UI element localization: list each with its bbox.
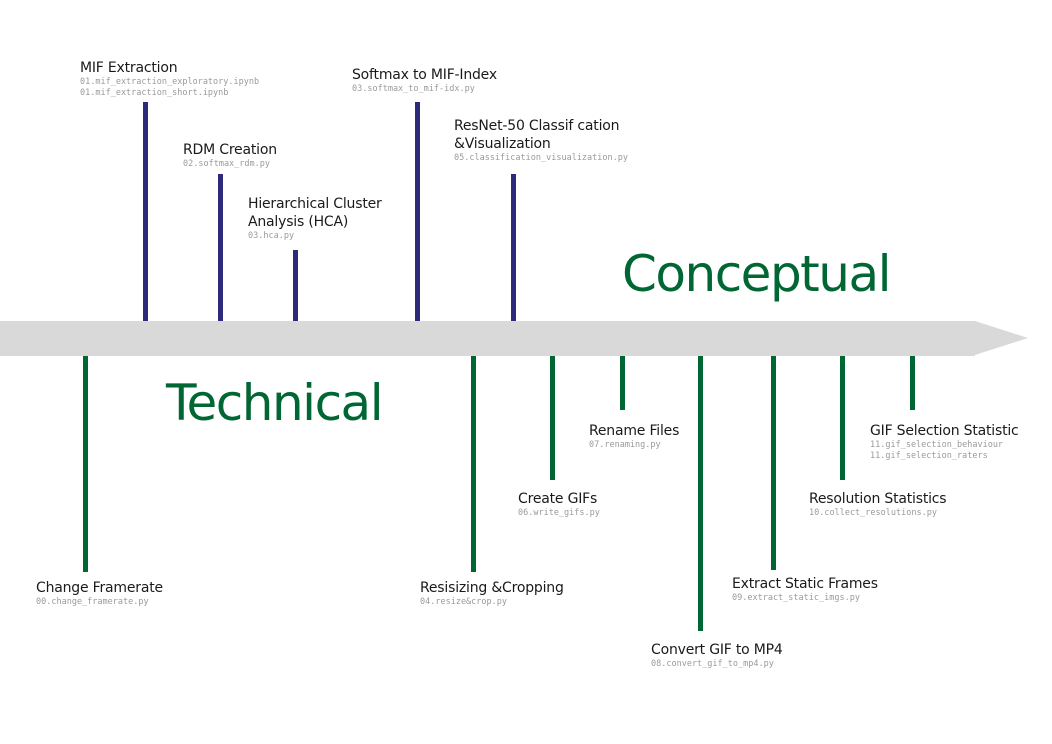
step-resnet-classification: ResNet-50 Classif cation &Visualization … — [454, 117, 628, 164]
technical-bar-rename-files — [620, 356, 625, 410]
step-title: Create GIFs — [518, 491, 598, 507]
step-file: 03.hca.py — [248, 231, 295, 241]
step-file: 00.change_framerate.py — [36, 597, 149, 607]
technical-bar-extract-static-frames — [771, 356, 776, 570]
conceptual-bar-softmax-to-mif — [415, 102, 420, 321]
step-file: 05.classification_visualization.py — [454, 153, 628, 163]
step-mif-extraction: MIF Extraction 01.mif_extraction_explora… — [80, 59, 259, 99]
timeline-arrowhead — [975, 321, 1028, 355]
step-create-gifs: Create GIFs 06.write_gifs.py — [518, 490, 600, 519]
step-change-framerate: Change Framerate 00.change_framerate.py — [36, 579, 163, 608]
step-gif-selection-statistic: GIF Selection Statistic 11.gif_selection… — [870, 422, 1019, 462]
technical-bar-gif-selection-statistic — [910, 356, 915, 410]
step-extract-static-frames: Extract Static Frames 09.extract_static_… — [732, 575, 878, 604]
step-title-line: &Visualization — [454, 136, 551, 152]
technical-bar-convert-gif-mp4 — [698, 356, 703, 631]
step-hca: Hierarchical Cluster Analysis (HCA) 03.h… — [248, 195, 382, 242]
step-file: 04.resize&crop.py — [420, 597, 507, 607]
step-title-line: Analysis (HCA) — [248, 214, 349, 230]
conceptual-bar-rdm-creation — [218, 174, 223, 321]
step-title: Rename Files — [589, 423, 680, 439]
step-file: 06.write_gifs.py — [518, 508, 600, 518]
step-title: Extract Static Frames — [732, 576, 878, 592]
step-title-line: ResNet-50 Classif cation — [454, 118, 620, 134]
technical-heading: Technical — [166, 374, 384, 432]
step-title: RDM Creation — [183, 142, 277, 158]
step-title-line: Hierarchical Cluster — [248, 196, 382, 212]
step-file: 02.softmax_rdm.py — [183, 159, 270, 169]
step-rename-files: Rename Files 07.renaming.py — [589, 422, 679, 451]
step-title: Resisizing &Cropping — [420, 580, 564, 596]
step-title: Convert GIF to MP4 — [651, 642, 783, 658]
step-resizing-cropping: Resisizing &Cropping 04.resize&crop.py — [420, 579, 564, 608]
step-file: 11.gif_selection_raters — [870, 451, 988, 461]
step-file: 08.convert_gif_to_mp4.py — [651, 659, 774, 669]
conceptual-heading: Conceptual — [622, 245, 892, 303]
technical-bar-resizing-cropping — [471, 356, 476, 572]
technical-bar-resolution-statistics — [840, 356, 845, 480]
step-softmax-to-mif: Softmax to MIF-Index 03.softmax_to_mif-i… — [352, 66, 497, 95]
timeline-axis — [0, 321, 975, 356]
step-file: 11.gif_selection_behaviour — [870, 440, 1004, 450]
step-rdm-creation: RDM Creation 02.softmax_rdm.py — [183, 141, 277, 170]
step-title: GIF Selection Statistic — [870, 423, 1019, 439]
step-title: Softmax to MIF-Index — [352, 67, 497, 83]
step-file: 07.renaming.py — [589, 440, 661, 450]
conceptual-bar-hca — [293, 250, 298, 321]
technical-bar-create-gifs — [550, 356, 555, 480]
step-file: 09.extract_static_imgs.py — [732, 593, 860, 603]
technical-bar-change-framerate — [83, 356, 88, 572]
step-convert-gif-mp4: Convert GIF to MP4 08.convert_gif_to_mp4… — [651, 641, 783, 670]
step-file: 10.collect_resolutions.py — [809, 508, 937, 518]
step-file: 03.softmax_to_mif-idx.py — [352, 84, 475, 94]
step-file: 01.mif_extraction_exploratory.ipynb — [80, 77, 260, 87]
step-title: Resolution Statistics — [809, 491, 947, 507]
step-title: MIF Extraction — [80, 60, 178, 76]
step-title: Change Framerate — [36, 580, 163, 596]
step-resolution-statistics: Resolution Statistics 10.collect_resolut… — [809, 490, 947, 519]
step-file: 01.mif_extraction_short.ipynb — [80, 88, 229, 98]
conceptual-bar-mif-extraction — [143, 102, 148, 321]
conceptual-bar-resnet-classification — [511, 174, 516, 321]
